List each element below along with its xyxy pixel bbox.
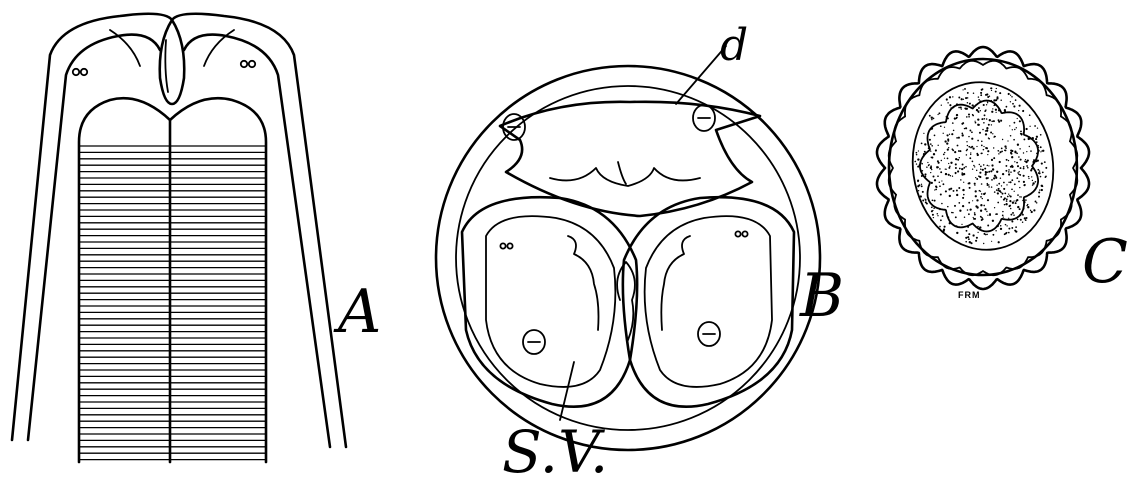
panel-c-label: C	[1082, 227, 1128, 297]
cross-section-outline	[436, 66, 820, 450]
artist-initials: FRM	[958, 290, 981, 300]
dorsal-sector	[500, 102, 760, 216]
panel-a-drawing	[12, 14, 346, 462]
callout-d: d	[720, 20, 748, 71]
papilla-left	[73, 69, 87, 75]
panel-a-label: A	[333, 277, 381, 347]
egg-stippling	[914, 87, 1047, 244]
egg-shell-inner	[889, 59, 1077, 275]
oesophagus	[79, 98, 266, 462]
panel-b-label: B	[799, 261, 844, 331]
panel-b-drawing	[436, 46, 820, 450]
egg-shell-mammillated	[877, 47, 1089, 289]
subventral-sector-right	[623, 197, 794, 407]
subventral-sector-left	[462, 197, 637, 407]
panel-c-drawing	[877, 47, 1089, 289]
callout-sv: S.V.	[502, 418, 608, 477]
leader-line-sv	[560, 362, 574, 420]
oesophagus-striations-left	[80, 146, 169, 460]
oesophagus-striations-right	[171, 146, 265, 460]
papilla-right	[241, 61, 255, 67]
